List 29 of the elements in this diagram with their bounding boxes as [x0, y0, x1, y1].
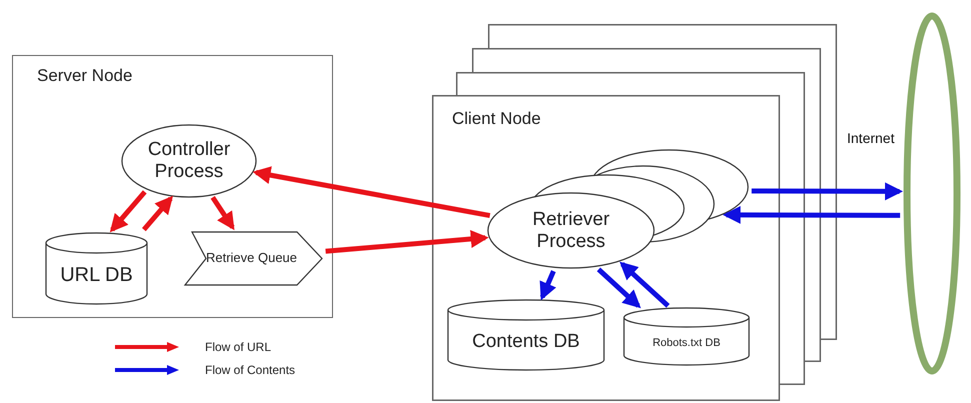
legend-text: Flow of Contents: [205, 363, 296, 377]
arrow: [110, 190, 147, 232]
node-label: Retrieve Queue: [204, 251, 298, 266]
database-cylinder: [623, 308, 750, 365]
node-heading: Server Node: [37, 66, 132, 86]
arrow: [540, 270, 556, 300]
stacked-process-ellipses: [487, 149, 749, 270]
legend-text: Flow of URL: [205, 340, 272, 354]
node-label: Robots.txt DB: [652, 337, 722, 350]
process-ellipse: [121, 124, 257, 198]
node-panel: [12, 55, 333, 318]
arrow: [252, 166, 490, 218]
arrow: [325, 230, 489, 254]
arrow: [620, 262, 670, 308]
arrow: [210, 196, 235, 230]
database-cylinder: [447, 300, 605, 370]
node-label: Internet: [847, 130, 894, 146]
node-label: Contents DB: [471, 331, 581, 353]
arrow: [722, 206, 900, 224]
node-label: URL DB: [59, 264, 134, 287]
queue-shape: [184, 231, 323, 286]
node-label: Retriever Process: [531, 208, 611, 252]
arrow: [142, 196, 174, 232]
arrow: [596, 268, 641, 308]
node-label: Controller Process: [146, 139, 232, 183]
node-heading: Client Node: [452, 109, 541, 129]
stacked-node-panels: [432, 24, 837, 402]
arrow: [752, 182, 903, 200]
database-cylinder: [45, 233, 148, 304]
